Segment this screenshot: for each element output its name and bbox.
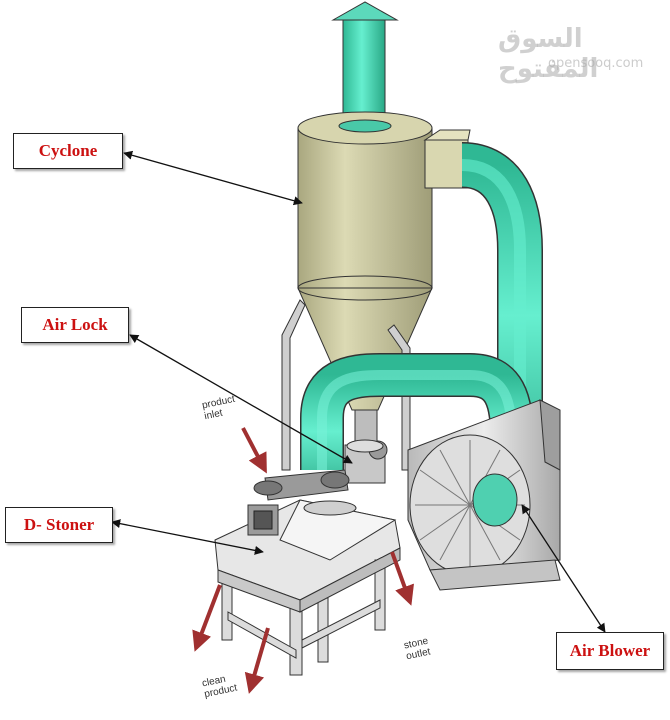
cyclone-unit	[281, 1, 471, 471]
clean-product-arrow-2	[244, 627, 270, 694]
cyclone-cap	[331, 1, 399, 21]
product-inlet-arrow	[241, 427, 267, 474]
d-stoner-leader	[111, 519, 264, 555]
cyclone-body	[297, 127, 433, 289]
leader-lines	[111, 150, 606, 633]
air-lock-unit	[344, 409, 388, 484]
watermark-arabic: السوق المفتوح	[498, 24, 599, 84]
air-blower-label: Air Blower	[556, 632, 664, 670]
air-blower-leader	[521, 504, 606, 633]
stone-outlet-arrow	[390, 551, 414, 606]
d-stoner-unit	[214, 469, 401, 676]
air-blower-unit	[407, 399, 561, 591]
cyclone-inlet	[424, 139, 469, 189]
cyclone-label: Cyclone	[13, 133, 123, 169]
cyclone-leader	[123, 150, 303, 206]
air-lock-label: Air Lock	[21, 307, 129, 343]
watermark-latin: opensooq.com	[548, 56, 644, 71]
d-stoner-label: D- Stoner	[5, 507, 113, 543]
blower-inlet	[472, 473, 518, 527]
air-lock-leader	[129, 334, 353, 464]
clean-product-arrow-1	[192, 584, 222, 652]
cyclone-chimney	[342, 19, 386, 121]
